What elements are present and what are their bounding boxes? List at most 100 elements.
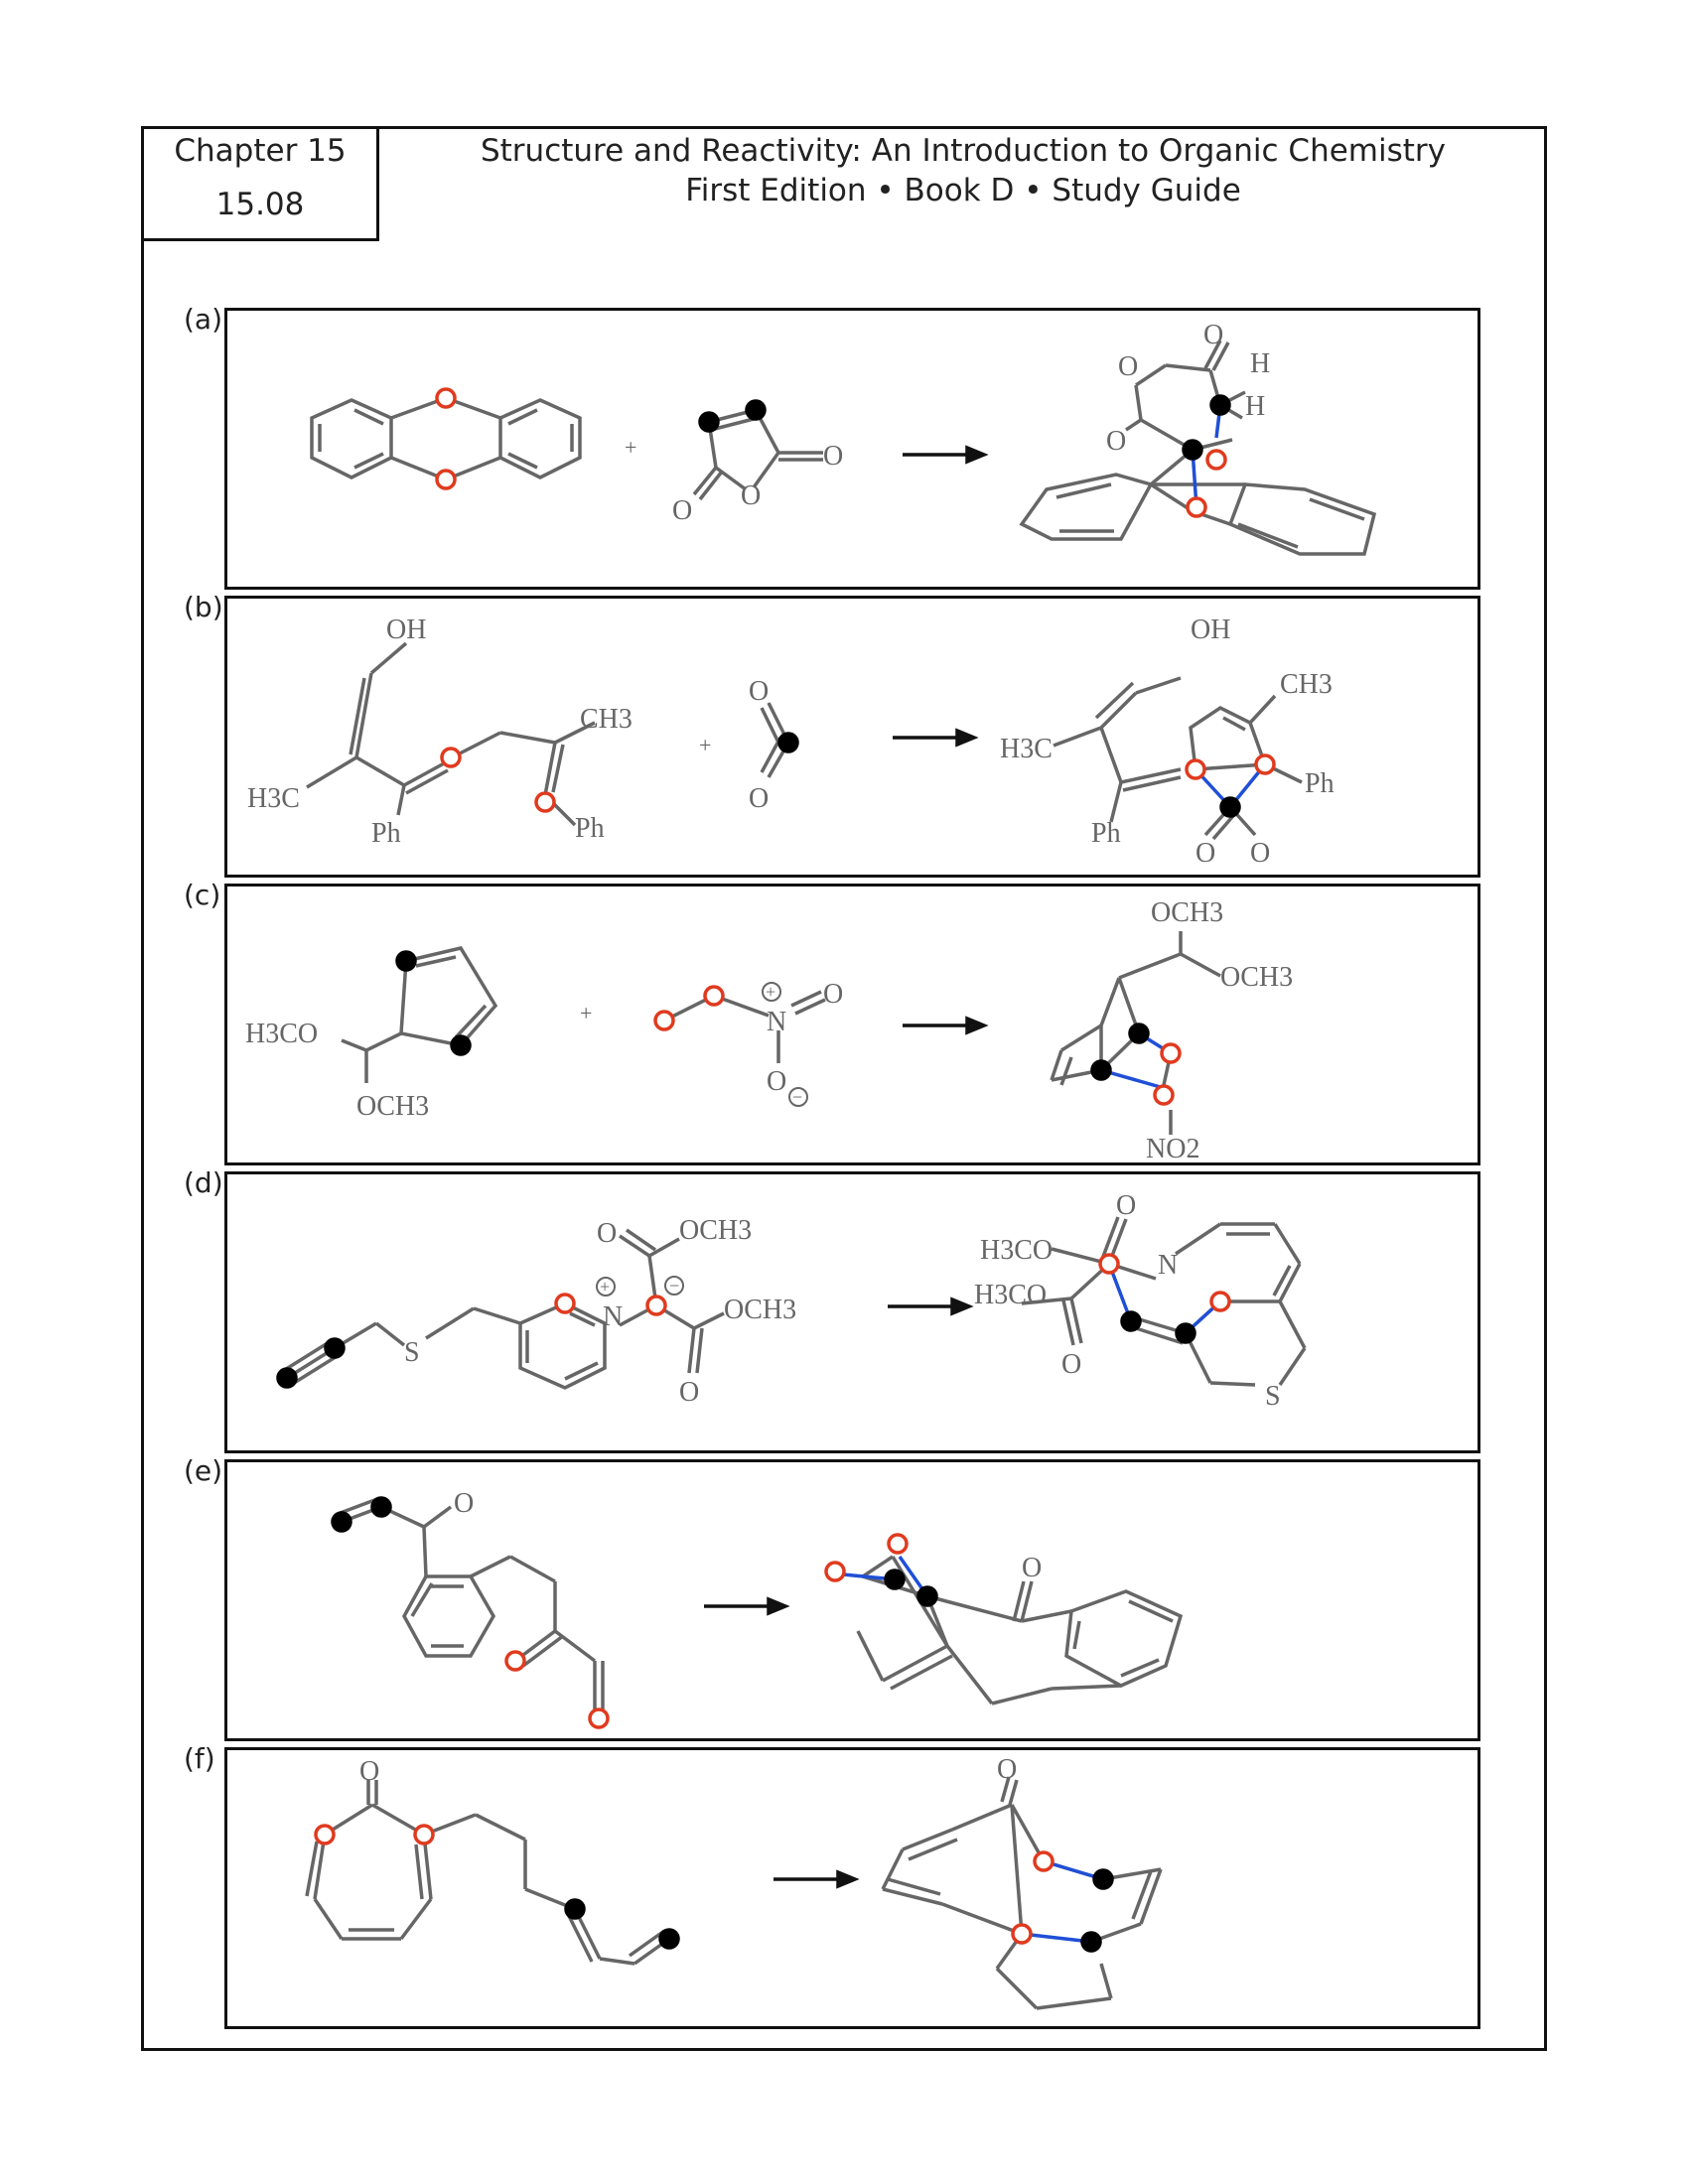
group-och3: OCH3	[356, 1091, 429, 1122]
group-h3c: H3C	[247, 783, 300, 814]
atom-marker-red	[887, 1533, 909, 1555]
atom-marker-red	[1033, 1850, 1055, 1872]
charge-minus: −	[792, 1087, 802, 1107]
atom-marker-black	[1090, 1059, 1112, 1081]
group-ph: Ph	[1091, 818, 1121, 849]
panel-b-label: (b)	[184, 591, 223, 623]
charge-plus-circle	[762, 982, 781, 1002]
panel-d-label: (d)	[184, 1166, 223, 1199]
group-ph: Ph	[575, 813, 605, 844]
panel-f-label: (f)	[184, 1742, 215, 1775]
group-h3co: H3CO	[245, 1019, 318, 1049]
atom-marker-red	[554, 1293, 576, 1314]
atom-marker-black	[884, 1569, 906, 1590]
reactant-cyclopentadiene	[341, 946, 498, 1083]
atom-o: O	[823, 979, 843, 1010]
plus-sign: +	[580, 1001, 592, 1025]
atom-o: O	[1116, 1190, 1136, 1221]
atom-marker-red	[1205, 449, 1227, 471]
atom-marker-black	[395, 950, 417, 972]
atom-o: O	[454, 1488, 474, 1519]
atom-o: O	[1250, 838, 1270, 869]
charge-minus-circle	[664, 1276, 684, 1296]
group-oh: OH	[386, 614, 426, 645]
product-bridged-bicycle	[856, 1555, 1184, 1706]
panel-e-label: (e)	[184, 1454, 223, 1487]
atom-o: O	[1118, 351, 1138, 382]
atom-marker-red	[1186, 496, 1207, 518]
panel-a-label: (a)	[184, 303, 223, 336]
plus-sign: +	[625, 435, 636, 460]
charge-plus: +	[766, 982, 775, 1002]
panel-e-scheme: O O	[331, 1488, 1184, 1729]
group-h3co: H3CO	[980, 1235, 1053, 1266]
atom-o: O	[597, 1218, 617, 1249]
atom-marker-red	[1254, 753, 1276, 775]
atom-marker-red	[413, 1824, 435, 1845]
panel-d-scheme: S N + − O OCH3 OCH3 O	[276, 1190, 1307, 1412]
atom-marker-red	[504, 1650, 526, 1672]
group-ch3: CH3	[580, 704, 633, 735]
atom-marker-black	[1120, 1310, 1142, 1332]
atom-marker-black	[564, 1898, 586, 1920]
chapter-box: Chapter 15 15.08	[141, 126, 379, 241]
panel-c-label: (c)	[184, 879, 221, 911]
atom-marker-red	[440, 747, 462, 768]
atom-marker-black	[450, 1034, 472, 1056]
atom-o: O	[679, 1377, 699, 1408]
reaction-arrow-head	[965, 445, 989, 465]
group-ph: Ph	[1305, 768, 1335, 799]
reactant-diene	[306, 641, 596, 827]
group-oh: OH	[1191, 614, 1230, 645]
panel-b-scheme: OH CH3 H3C Ph Ph + O O	[247, 614, 1335, 869]
atom-marker-red	[1185, 758, 1206, 780]
panel-c: H3CO OCH3 + N + O O −	[224, 884, 1480, 1165]
atom-o: O	[749, 676, 769, 707]
atom-marker-red	[1011, 1923, 1033, 1945]
group-h3c: H3C	[1000, 734, 1053, 764]
atom-marker-red	[824, 1561, 846, 1582]
reaction-arrow-head	[836, 1869, 860, 1889]
atom-marker-black	[1182, 439, 1203, 461]
atom-marker-red	[1098, 1253, 1120, 1275]
reaction-arrow-head	[950, 1297, 974, 1316]
panel-a-scheme: + O O O	[310, 320, 1377, 556]
new-bond-blue	[1021, 1932, 1092, 1944]
atom-marker-black	[370, 1496, 392, 1518]
panel-f-scheme: O O	[305, 1754, 1163, 2010]
atom-o: O	[1061, 1349, 1081, 1380]
atom-s: S	[404, 1337, 420, 1368]
group-no2: NO2	[1146, 1134, 1199, 1164]
atom-marker-red	[435, 387, 457, 409]
atom-marker-red	[314, 1824, 336, 1845]
atom-o: O	[767, 1066, 786, 1097]
book-edition: First Edition • Book D • Study Guide	[685, 173, 1241, 208]
reactant-pyranone	[305, 1780, 671, 1966]
charge-plus: +	[600, 1277, 610, 1297]
section-number: 15.08	[215, 187, 305, 222]
atom-o: O	[1203, 320, 1223, 350]
page-frame	[141, 126, 1547, 2051]
reactant-nitrate	[663, 990, 826, 1063]
plus-sign: +	[699, 733, 711, 757]
atom-marker-red	[645, 1295, 667, 1316]
atom-s: S	[1265, 1381, 1281, 1412]
atom-marker-black	[276, 1367, 298, 1389]
atom-marker-black	[1128, 1023, 1150, 1044]
reaction-arrow-head	[767, 1596, 790, 1616]
atom-h: H	[1245, 391, 1265, 422]
atom-o: O	[359, 1756, 379, 1787]
atom-o: O	[749, 783, 769, 814]
atom-marker-black	[745, 399, 767, 421]
charge-minus-circle	[788, 1087, 808, 1107]
panel-d: S N + − O OCH3 OCH3 O	[224, 1171, 1480, 1453]
atom-marker-black	[777, 732, 799, 753]
group-h3co: H3CO	[974, 1280, 1047, 1310]
chapter-label: Chapter 15	[174, 133, 347, 169]
atom-marker-black	[1209, 394, 1231, 416]
atom-marker-red	[534, 791, 556, 813]
atom-marker-black	[1219, 796, 1241, 818]
panel-b: OH CH3 H3C Ph Ph + O O	[224, 596, 1480, 878]
reaction-arrow-head	[955, 728, 979, 748]
atom-h: H	[1250, 348, 1270, 379]
